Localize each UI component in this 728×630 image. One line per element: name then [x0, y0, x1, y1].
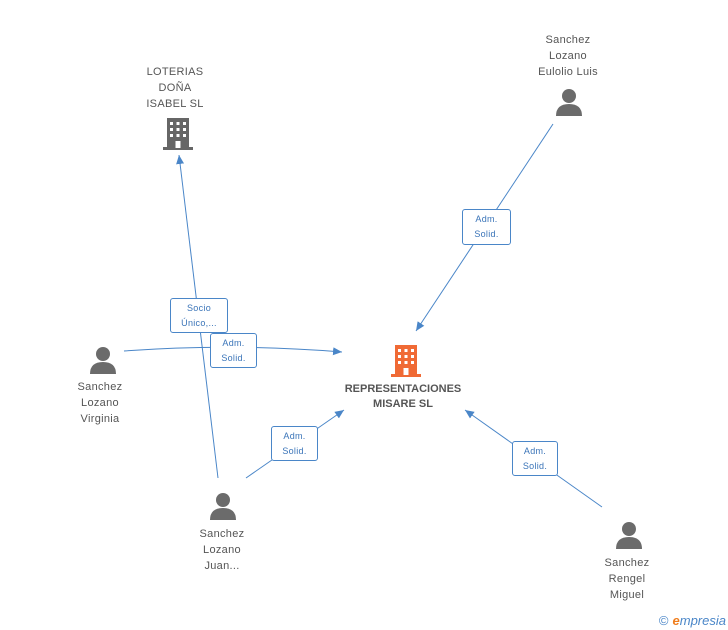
center-company-label[interactable]: REPRESENTACIONES MISARE SL	[328, 382, 478, 412]
person-icon[interactable]	[89, 346, 117, 374]
relation-virginia-center[interactable]: Adm. Solid.	[210, 333, 257, 368]
person-virginia-line1: Sanchez	[77, 381, 123, 393]
brand-name: mpresia	[679, 613, 726, 628]
person-virginia-line2: Lozano	[81, 397, 119, 409]
person-virginia-label[interactable]: Sanchez Lozano Virginia	[50, 379, 150, 427]
person-juan-line3: Juan...	[204, 560, 240, 572]
person-miguel-line3: Miguel	[609, 589, 645, 601]
relation-line2: Único,...	[181, 318, 217, 328]
person-juan-line1: Sanchez	[199, 528, 245, 540]
company-loterias-line2: DOÑA	[158, 82, 192, 94]
person-icon[interactable]	[615, 521, 643, 549]
person-eulolio-line2: Lozano	[549, 50, 587, 62]
relation-line1: Adm.	[222, 338, 245, 348]
relation-line2: Solid.	[522, 461, 548, 471]
person-icon[interactable]	[555, 88, 583, 116]
relation-line2: Solid.	[474, 229, 499, 239]
copyright-footer[interactable]: ©empresia	[659, 613, 726, 628]
relation-line2: Solid.	[221, 353, 246, 363]
company-loterias-line1: LOTERIAS	[146, 66, 204, 78]
person-eulolio-label[interactable]: Sanchez Lozano Eulolio Luis	[518, 32, 618, 80]
person-icon[interactable]	[209, 492, 237, 520]
person-eulolio-line3: Eulolio Luis	[538, 66, 598, 78]
center-company-line1: REPRESENTACIONES	[344, 383, 462, 395]
relation-line1: Socio	[186, 303, 211, 313]
person-virginia-line3: Virginia	[80, 413, 120, 425]
relation-line1: Adm.	[283, 431, 306, 441]
relation-line1: Adm.	[523, 446, 547, 456]
relation-eulolio-center[interactable]: Adm. Solid.	[462, 209, 511, 245]
person-juan-line2: Lozano	[203, 544, 241, 556]
person-juan-label[interactable]: Sanchez Lozano Juan...	[172, 526, 272, 574]
relation-juan-center[interactable]: Adm. Solid.	[271, 426, 318, 461]
company-loterias-line3: ISABEL SL	[146, 98, 204, 110]
company-loterias-label[interactable]: LOTERIAS DOÑA ISABEL SL	[120, 64, 230, 112]
company-building-icon[interactable]	[162, 116, 194, 150]
person-miguel-label[interactable]: Sanchez Rengel Miguel	[577, 555, 677, 603]
relation-line2: Solid.	[282, 446, 307, 456]
center-company-line2: MISARE SL	[373, 398, 433, 410]
brand-logo-letter: e	[672, 613, 680, 628]
person-miguel-line2: Rengel	[608, 573, 646, 585]
relation-miguel-center[interactable]: Adm. Solid.	[512, 441, 558, 476]
copyright-icon: ©	[658, 613, 669, 628]
relation-juan-loterias[interactable]: Socio Único,...	[170, 298, 228, 333]
person-miguel-line1: Sanchez	[604, 557, 650, 569]
relation-line1: Adm.	[475, 214, 498, 224]
person-eulolio-line1: Sanchez	[545, 34, 591, 46]
center-building-icon[interactable]	[390, 343, 422, 377]
